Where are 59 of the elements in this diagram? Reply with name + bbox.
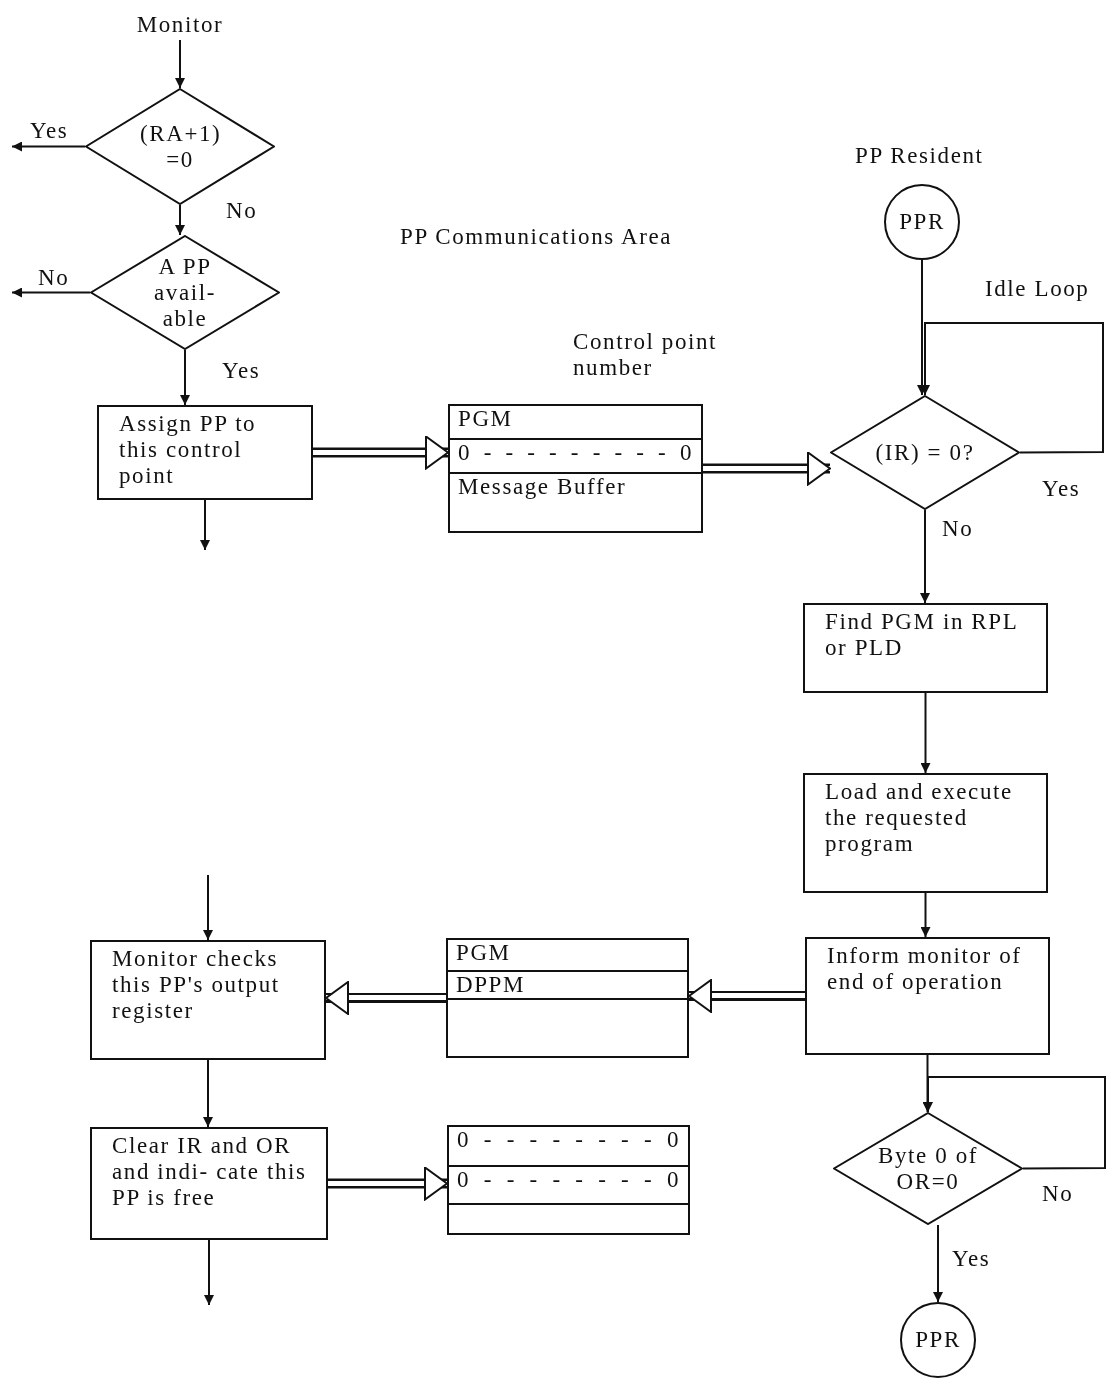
- arrow: [920, 509, 930, 604]
- arrow: [920, 692, 931, 774]
- double-arrow: [328, 1166, 448, 1201]
- arrow: [11, 141, 86, 152]
- arrow: [920, 322, 1104, 454]
- table-cell-text: Message Buffer: [458, 474, 628, 500]
- process-label: Monitor checks this PP's output register: [112, 946, 281, 1024]
- decision-label: A PP avail- able: [153, 253, 217, 332]
- arrow: [920, 892, 931, 938]
- annotation: Control point number: [573, 329, 719, 381]
- process-label: Assign PP to this control point: [119, 411, 258, 489]
- connector-circle: [884, 184, 960, 260]
- decision-diamond: [85, 88, 275, 205]
- table-cell-text: PGM: [458, 406, 514, 432]
- double-arrow: [313, 435, 449, 470]
- process-label: Clear IR and OR and indi- cate this PP is free: [112, 1133, 308, 1211]
- table-cell-text: DPPM: [456, 972, 527, 998]
- connector-label: PPR: [915, 1327, 961, 1353]
- decision-diamond: [830, 395, 1020, 510]
- connector-circle: [900, 1302, 976, 1378]
- register-table: [447, 1125, 690, 1235]
- decision-label: Byte 0 of OR=0: [878, 1142, 978, 1195]
- register-table: [448, 404, 703, 533]
- arrow: [175, 204, 185, 236]
- process-label: Load and execute the requested program: [825, 779, 1014, 857]
- arrow: [923, 1076, 1106, 1170]
- arrow: [203, 1059, 213, 1128]
- arrow: [933, 1224, 943, 1303]
- double-arrow: [325, 981, 446, 1015]
- arrow: [175, 39, 185, 89]
- annotation: PP Communications Area: [400, 224, 672, 250]
- double-arrow: [688, 979, 805, 1013]
- arrow: [11, 287, 91, 298]
- table-cell-text: 0 - - - - - - - - 0: [457, 1127, 680, 1153]
- decision-label: (RA+1) =0: [140, 120, 220, 173]
- annotation: Idle Loop: [985, 276, 1090, 302]
- process-box: [90, 1127, 328, 1240]
- decision-label: (IR) = 0?: [874, 439, 976, 466]
- table-cell-text: 0 - - - - - - - - - 0: [458, 440, 693, 466]
- table-cell-text: PGM: [456, 940, 512, 966]
- arrow: [200, 499, 210, 551]
- arrow: [204, 1239, 214, 1306]
- table-cell-text: 0 - - - - - - - - 0: [457, 1167, 680, 1193]
- process-box: [805, 937, 1050, 1055]
- process-box: [803, 773, 1048, 893]
- register-table: [446, 938, 689, 1058]
- decision-diamond: [833, 1112, 1023, 1225]
- process-box: [803, 603, 1048, 693]
- arrow: [180, 349, 190, 406]
- process-label: Inform monitor of end of operation: [827, 943, 1023, 995]
- decision-diamond: [90, 235, 280, 350]
- double-arrow: [703, 451, 831, 486]
- process-box: [90, 940, 326, 1060]
- process-label: Find PGM in RPL or PLD: [825, 609, 1019, 661]
- connector-label: PPR: [899, 209, 945, 235]
- start-label: Monitor: [136, 12, 224, 38]
- node-label: PP Resident: [855, 143, 984, 169]
- process-box: [97, 405, 313, 500]
- arrow: [203, 874, 213, 941]
